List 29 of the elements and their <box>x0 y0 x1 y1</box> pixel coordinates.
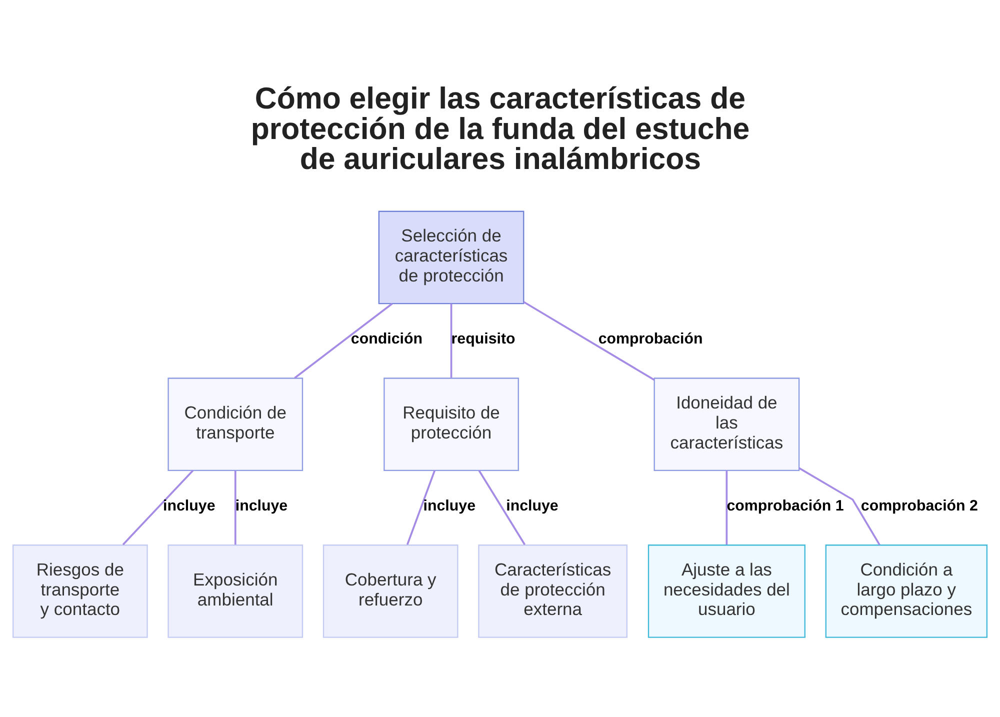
node-box: Selección de características de protección <box>378 210 524 304</box>
connector <box>122 469 194 545</box>
connector <box>523 300 655 380</box>
edge-label: incluye <box>506 497 558 514</box>
node-box: Riesgos de transporte y contacto <box>12 544 148 638</box>
node-box: Ajuste a las necesidades del usuario <box>648 544 806 638</box>
connector <box>294 302 393 378</box>
node-box: Condición de transporte <box>168 377 304 471</box>
edge-label: incluye <box>235 497 288 514</box>
connector <box>450 303 452 378</box>
edge-label: comprobación 1 <box>726 497 844 514</box>
edge-label: comprobación 2 <box>860 497 978 514</box>
connector <box>798 466 880 545</box>
edge-label: condición <box>350 330 422 348</box>
connector <box>234 470 236 544</box>
edge-label: requisito <box>451 330 516 348</box>
edge-label: incluye <box>423 497 476 514</box>
diagram-title: Cómo elegir las características de protección de la funda del estuche de auriculares inalámbricos <box>250 82 750 176</box>
edge-label: incluye <box>163 497 216 514</box>
connector <box>478 470 526 545</box>
node-box: Condición a largo plazo y compensaciones <box>825 544 988 638</box>
connector <box>406 470 436 544</box>
node-box: Cobertura y refuerzo <box>322 544 458 638</box>
node-box: Características de protección externa <box>478 544 628 638</box>
edge-label: comprobación <box>598 330 703 348</box>
node-box: Exposición ambiental <box>168 544 304 638</box>
node-box: Idoneidad de las características <box>654 377 800 471</box>
node-box: Requisito de protección <box>384 377 519 471</box>
connector <box>726 470 728 544</box>
